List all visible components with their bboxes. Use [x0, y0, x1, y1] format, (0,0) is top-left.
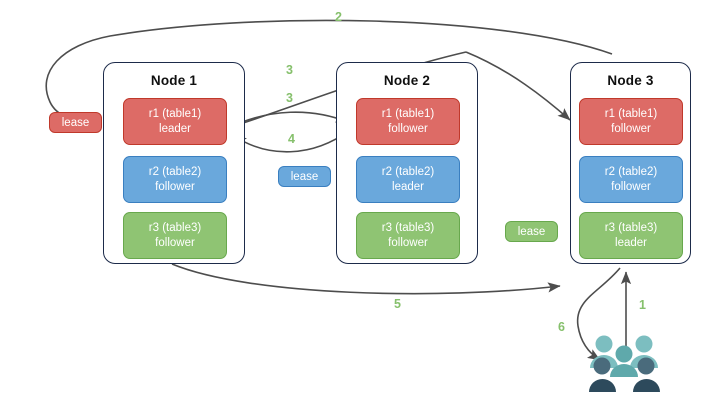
replica-name: r2 (table2) — [381, 166, 435, 179]
node-title-2: Node 2 — [383, 73, 431, 88]
step-label-1: 1 — [639, 298, 646, 312]
replica-role: follower — [155, 236, 195, 249]
replica-n2-r1[interactable]: r1 (table1) follower — [356, 98, 460, 145]
node-title-3: Node 3 — [607, 73, 654, 88]
step-label-6: 6 — [558, 320, 565, 334]
replica-name: r1 (table1) — [148, 108, 202, 121]
replica-n1-r2[interactable]: r2 (table2) follower — [123, 156, 227, 203]
edge-step-5 — [171, 263, 561, 295]
replica-role: leader — [392, 180, 424, 193]
replica-name: r1 (table1) — [381, 108, 435, 121]
replica-name: r3 (table3) — [381, 222, 435, 235]
replica-role: follower — [388, 236, 428, 249]
replica-role: follower — [155, 180, 195, 193]
step-label-4: 4 — [288, 132, 295, 146]
replica-role: follower — [611, 122, 651, 135]
replica-n3-r3[interactable]: r3 (table3) leader — [579, 212, 683, 259]
replica-role: follower — [388, 122, 428, 135]
users-icon[interactable] — [586, 332, 666, 396]
replica-name: r2 (table2) — [148, 166, 202, 179]
replica-role: leader — [159, 122, 191, 135]
replica-name: r2 (table2) — [604, 166, 658, 179]
lease-badge-r2[interactable]: lease — [278, 166, 331, 187]
edge-step-3-lower — [227, 111, 349, 129]
node-box-1[interactable]: Node 1 r1 (table1) leader r2 (table2) fo… — [103, 62, 245, 264]
lease-badge-r3[interactable]: lease — [505, 221, 558, 242]
step-label-5: 5 — [394, 297, 401, 311]
edge-step-3-to-node3 — [465, 51, 571, 121]
lease-badge-r1[interactable]: lease — [49, 112, 102, 133]
replica-role: leader — [615, 236, 647, 249]
node-box-3[interactable]: Node 3 r1 (table1) follower r2 (table2) … — [570, 62, 691, 264]
node-box-2[interactable]: Node 2 r1 (table1) follower r2 (table2) … — [336, 62, 478, 264]
replica-n3-r1[interactable]: r1 (table1) follower — [579, 98, 683, 145]
step-label-3-lower: 3 — [286, 91, 293, 105]
replica-name: r3 (table3) — [604, 222, 658, 235]
node-title-1: Node 1 — [150, 73, 198, 88]
replica-name: r3 (table3) — [148, 222, 202, 235]
step-label-2: 2 — [335, 10, 342, 24]
replica-n1-r1[interactable]: r1 (table1) leader — [123, 98, 227, 145]
replica-n3-r2[interactable]: r2 (table2) follower — [579, 156, 683, 203]
step-label-3-upper: 3 — [286, 63, 293, 77]
replica-name: r1 (table1) — [604, 108, 658, 121]
replica-role: follower — [611, 180, 651, 193]
replica-n2-r2[interactable]: r2 (table2) leader — [356, 156, 460, 203]
replica-n2-r3[interactable]: r3 (table3) follower — [356, 212, 460, 259]
replica-n1-r3[interactable]: r3 (table3) follower — [123, 212, 227, 259]
